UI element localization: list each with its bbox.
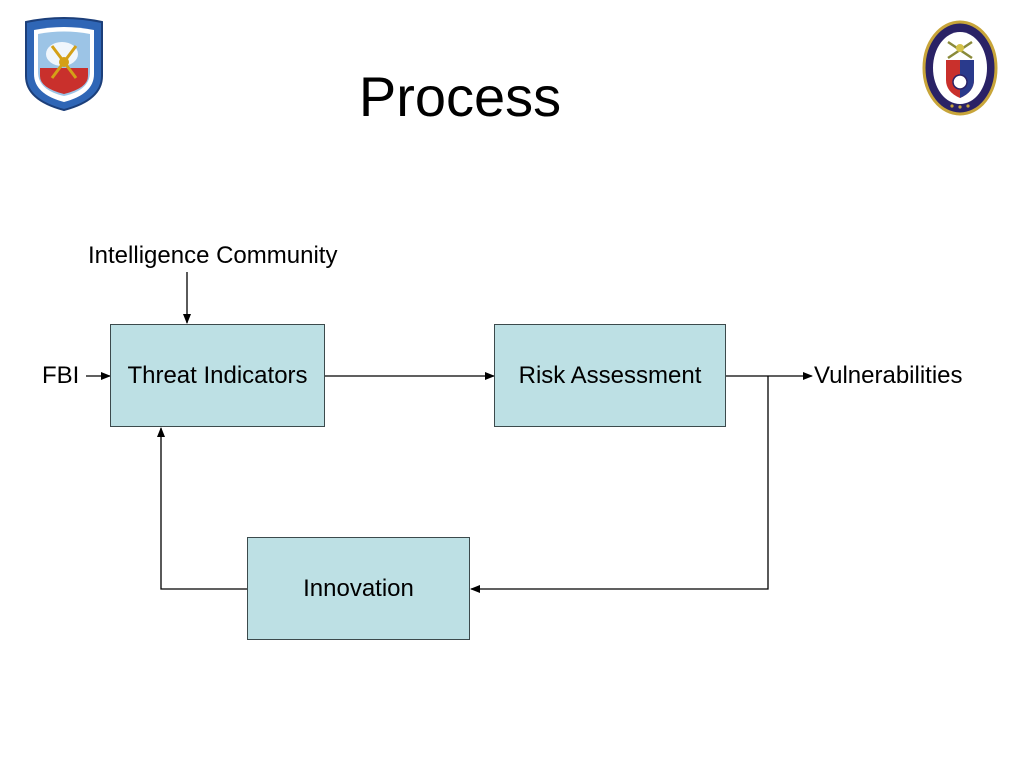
arrow-innovation-to-threat [157,427,247,590]
slide-title-text: Process [358,65,562,128]
input-intelligence-community: Intelligence Community [88,242,338,269]
node-threat-indicators-label: Threat Indicators [127,361,308,389]
node-risk-assessment: Risk Assessment [494,324,726,427]
node-risk-assessment-label: Risk Assessment [518,361,702,389]
cstnsp-seal-logo [25,17,103,112]
node-innovation: Innovation [247,537,470,640]
output-vulnerabilities: Vulnerabilities [814,362,963,389]
node-threat-indicators: Threat Indicators [110,324,325,427]
node-innovation-label: Innovation [303,574,414,602]
slide-title: Process [0,62,920,132]
ndu-seal-logo [922,20,998,116]
arrow-risk-to-innovation [470,376,769,593]
input-fbi: FBI [42,362,80,389]
